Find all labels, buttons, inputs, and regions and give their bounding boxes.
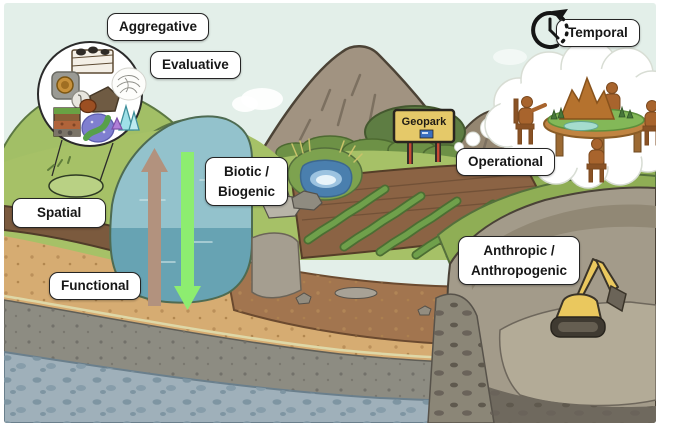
ammonite-fossil-icon [51,71,80,100]
river-map-icon [81,113,115,143]
person-bottom [586,138,607,183]
label-spatial: Spatial [12,198,107,228]
roundtable-scene [513,75,656,183]
label-functional: Functional [49,272,142,300]
label-biotic-biogenic: Biotic / Biogenic [205,157,289,207]
geopark-sign-icon: Geopark [392,108,456,164]
label-anthropic-anthropogenic: Anthropic / Anthropogenic [458,236,580,286]
label-evaluative: Evaluative [150,51,241,79]
person-top [603,82,621,113]
rocks-icon [79,86,120,114]
excavator-icon [550,258,627,338]
label-aggregative: Aggregative [107,13,210,41]
quarry [427,173,656,423]
mini-mountains [558,75,616,120]
crystals-icon [111,103,140,131]
soil-profile-icon [53,107,81,137]
excavator-body [554,293,603,320]
rock-crate-icon [71,46,114,74]
unesco-logo-badge [419,129,434,139]
down-arrow-icon [174,152,201,310]
up-down-exchange-arrows-icon [141,148,201,310]
cliff [251,232,302,299]
label-operational: Operational [456,148,556,176]
thought-cloud-roundtable-icon [484,39,656,189]
sign-text: Geopark [402,116,448,128]
map-ellipse-icon [47,156,104,198]
up-arrow-icon [141,148,168,306]
mini-lake [563,121,599,131]
mini-trees [550,105,634,120]
person-right [642,100,656,146]
geology-sketch-icon [111,67,147,101]
clouds [232,49,527,112]
person-left [513,96,547,145]
specimen-circle-icon [37,41,147,188]
excavator-bucket [606,284,627,313]
label-temporal: Temporal [556,19,640,47]
